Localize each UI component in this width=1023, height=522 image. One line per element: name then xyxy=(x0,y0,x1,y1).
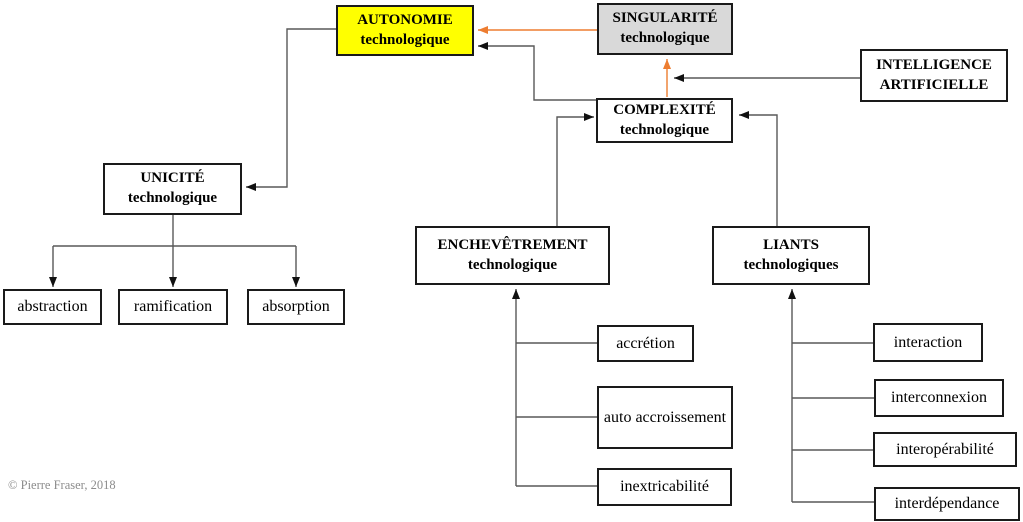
node-interdependance: interdépendance xyxy=(874,487,1020,521)
edge-enchevetrement-to-complexite xyxy=(556,113,594,226)
node-subtitle: technologique xyxy=(467,256,558,273)
edge-liants-to-complexite xyxy=(739,111,778,226)
leaf-label: abstraction xyxy=(17,298,88,316)
node-interoperabilite: interopérabilité xyxy=(873,432,1017,467)
node-interconnexion: interconnexion xyxy=(874,379,1004,417)
node-title: INTELLIGENCE xyxy=(876,56,992,73)
node-title: UNICITÉ xyxy=(140,170,205,187)
node-accretion: accrétion xyxy=(597,325,694,362)
node-subtitle: technologiques xyxy=(743,256,839,273)
leaf-label: auto accroissement xyxy=(603,408,727,426)
node-complexite-technologique: COMPLEXITÉ technologique xyxy=(596,98,733,143)
node-title: COMPLEXITÉ xyxy=(613,101,716,118)
node-interaction: interaction xyxy=(873,323,983,362)
leaf-label: interdépendance xyxy=(894,495,1000,513)
node-subtitle: technologique xyxy=(619,121,710,138)
node-ramification: ramification xyxy=(118,289,228,325)
node-subtitle: ARTIFICIELLE xyxy=(879,76,989,93)
node-inextricabilite: inextricabilité xyxy=(597,468,732,506)
node-subtitle: technologique xyxy=(360,31,450,48)
node-intelligence-artificielle: INTELLIGENCE ARTIFICIELLE xyxy=(860,49,1008,102)
leaf-label: accrétion xyxy=(616,334,675,352)
leaf-label: interconnexion xyxy=(891,389,987,407)
leaf-label: interopérabilité xyxy=(896,440,994,458)
node-title: SINGULARITÉ xyxy=(612,10,718,27)
node-absorption: absorption xyxy=(247,289,345,325)
edge-autonomie-to-unicite xyxy=(246,28,336,191)
node-autonomie-technologique: AUTONOMIE technologique xyxy=(336,5,474,56)
node-title: ENCHEVÊTREMENT xyxy=(437,236,588,253)
leaf-label: interaction xyxy=(893,333,963,351)
node-subtitle: technologique xyxy=(127,190,218,206)
copyright-notice: © Pierre Fraser, 2018 xyxy=(8,478,116,492)
node-title: LIANTS xyxy=(763,236,819,253)
node-enchevetrement-technologique: ENCHEVÊTREMENT technologique xyxy=(415,226,610,285)
node-title: AUTONOMIE xyxy=(357,11,453,28)
node-singularite-technologique: SINGULARITÉ technologique xyxy=(597,3,733,55)
node-subtitle: technologique xyxy=(620,30,710,46)
node-liants-technologiques: LIANTS technologiques xyxy=(712,226,870,285)
node-unicite-technologique: UNICITÉ technologique xyxy=(103,163,242,215)
leaf-label: inextricabilité xyxy=(620,478,709,496)
node-auto-accroissement: auto accroissement xyxy=(597,386,733,449)
leaf-label: ramification xyxy=(133,298,213,316)
edge-complexite-to-autonomie xyxy=(478,42,596,101)
node-abstraction: abstraction xyxy=(3,289,102,325)
leaf-label: absorption xyxy=(262,298,330,316)
